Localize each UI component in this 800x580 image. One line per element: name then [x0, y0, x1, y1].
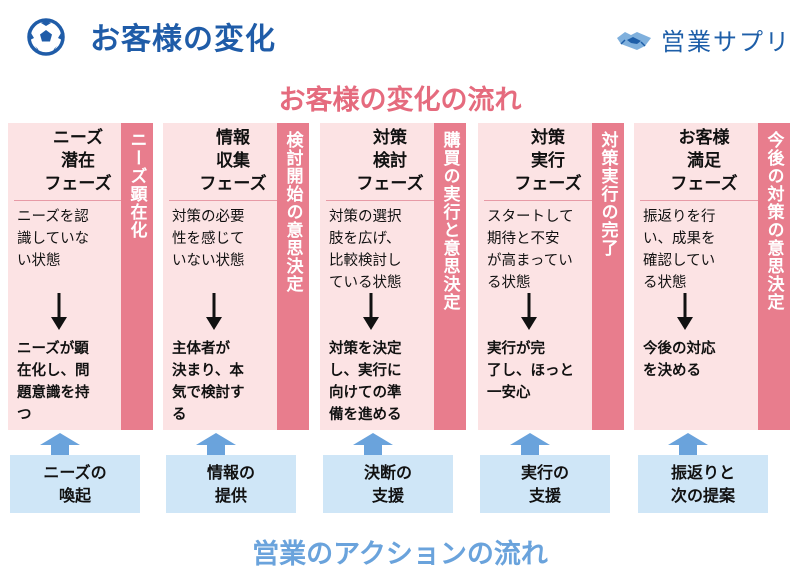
down-arrow-icon — [51, 293, 67, 330]
phase-result: 実行が完 了し、ほっと 一安心 — [487, 341, 574, 401]
phase-state: 対策の選択 肢を広げ、 比較検討し ている状態 — [329, 209, 402, 291]
phase-result: 対策を決定 し、実行に 向けての準 備を進める — [329, 341, 402, 423]
phase-title: お客様 満足 フェーズ — [670, 128, 738, 194]
page-title: お客様の変化 — [90, 22, 276, 57]
down-arrow-icon — [677, 293, 693, 330]
phase-title: 対策 検討 フェーズ — [356, 128, 424, 194]
action-decision-support: 決断の 支援 — [323, 455, 453, 513]
phase-result: 今後の対応 を決める — [643, 341, 716, 379]
phase-state: ニーズを認 識していな い状態 — [17, 209, 90, 269]
phase-state: スタートして 期待と不安 が高まってい る状態 — [487, 209, 574, 291]
customer-flow-title: お客様の変化の流れ — [278, 85, 522, 116]
up-arrow-icon — [40, 433, 80, 455]
brand-name: 営業サプリ — [661, 28, 791, 56]
down-arrow-icon — [521, 293, 537, 330]
action-needs-arousal: ニーズの 喚起 — [10, 455, 140, 513]
action-review-proposal: 振返りと 次の提案 — [638, 455, 768, 513]
up-arrow-icon — [196, 433, 236, 455]
milestone-purchase-decision: 購買の実行と意思決定 — [434, 123, 466, 430]
down-arrow-icon — [363, 293, 379, 330]
up-arrow-icon — [353, 433, 393, 455]
handshake-icon — [617, 31, 651, 50]
milestone-label: 検討開始の意思決定 — [282, 131, 303, 293]
milestone-label: 購買の実行と意思決定 — [439, 131, 460, 311]
milestone-next-decision: 今後の対策の意思決定 — [758, 123, 790, 430]
phase-state: 振返りを行 い、成果を 確認してい る状態 — [643, 209, 716, 291]
sales-flow-title: 営業のアクションの流れ — [252, 539, 548, 570]
down-arrow-icon — [206, 293, 222, 330]
action-execution-support: 実行の 支援 — [480, 455, 610, 513]
milestone-label: ニーズ顕在化 — [126, 131, 147, 239]
milestone-label: 対策実行の完了 — [597, 131, 618, 257]
phase-title: ニーズ 潜在 フェーズ — [44, 128, 112, 194]
phase-state: 対策の必要 性を感じて いない状態 — [172, 209, 245, 269]
milestone-review-decision: 検討開始の意思決定 — [277, 123, 309, 430]
phase-customer-satisfaction: お客様 満足 フェーズ 振返りを行 い、成果を 確認してい る状態 今後の対応 … — [634, 123, 774, 430]
phase-result: 主体者が 決まり、本 気で検討す る — [172, 341, 245, 423]
brand-logo: 営業サプリ — [615, 22, 791, 57]
phase-title: 情報 収集 フェーズ — [199, 128, 267, 194]
up-arrow-icon — [510, 433, 550, 455]
milestone-label: 今後の対策の意思決定 — [763, 131, 784, 311]
milestone-execution-complete: 対策実行の完了 — [592, 123, 624, 430]
milestone-needs-surfaced: ニーズ顕在化 — [121, 123, 153, 430]
phase-title: 対策 実行 フェーズ — [514, 128, 582, 194]
up-arrow-icon — [668, 433, 708, 455]
phase-info-gathering: 情報 収集 フェーズ 対策の必要 性を感じて いない状態 主体者が 決まり、本 … — [163, 123, 303, 430]
soccer-ball-icon — [27, 18, 65, 56]
phase-result: ニーズが顕 在化し、問 題意識を持 つ — [17, 341, 90, 423]
action-info-provision: 情報の 提供 — [166, 455, 296, 513]
header: お客様の変化 営業サプリ — [0, 0, 800, 80]
